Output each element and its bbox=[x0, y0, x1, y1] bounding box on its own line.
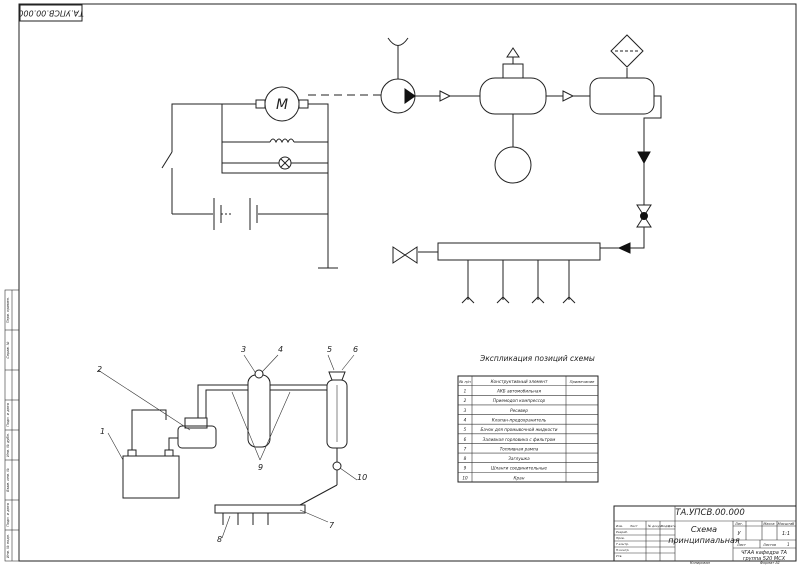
pneumatic-circuit bbox=[380, 34, 662, 304]
receiver-tank bbox=[479, 77, 547, 115]
switch-icon bbox=[161, 151, 173, 169]
strip-label: Справ. № bbox=[6, 341, 10, 358]
compressor-unit bbox=[177, 425, 217, 449]
callout-9: 9 bbox=[258, 463, 263, 472]
legend-cell: 10 bbox=[462, 475, 468, 480]
legend-cell: Заливная горловина с фильтром bbox=[483, 437, 556, 442]
legend-cell: 8 bbox=[464, 456, 467, 461]
coil-icon bbox=[269, 138, 295, 144]
legend-cell: 3 bbox=[464, 408, 467, 413]
tb-small-label: Т.контр. bbox=[616, 542, 629, 546]
legend-cell: Заглушка bbox=[508, 456, 530, 461]
legend-cell: Топливная рампа bbox=[500, 446, 539, 451]
legend-header: Примечание bbox=[570, 379, 595, 384]
legend-cell: Шланги соединительные bbox=[491, 466, 547, 471]
legend-cell: 9 bbox=[464, 466, 467, 471]
callout-5: 5 bbox=[327, 345, 332, 354]
callout-4: 4 bbox=[278, 345, 283, 354]
legend-cell: 4 bbox=[464, 417, 467, 422]
legend-cell: Приемодоп компрессор bbox=[493, 398, 546, 403]
callout-10: 10 bbox=[357, 473, 367, 482]
intake-icon bbox=[387, 37, 409, 46]
col-label: Масштаб bbox=[778, 522, 795, 526]
legend-cell: 6 bbox=[464, 437, 467, 442]
legend-title: Экспликация позиций схемы bbox=[479, 354, 595, 363]
sheet-frame bbox=[18, 3, 797, 562]
sheets-label: Листов bbox=[762, 543, 776, 547]
sheet-code-rotated: ТА.УПСВ.00.000 bbox=[18, 9, 83, 18]
end-valve-icon bbox=[392, 246, 406, 264]
legend-cell: АКБ автомобильная bbox=[496, 389, 542, 394]
valve-icon bbox=[636, 204, 652, 217]
legend-cell: Бачок для промывочной жидкости bbox=[481, 427, 558, 432]
legend-cell: 1 bbox=[464, 389, 467, 394]
title-line-2: принципиальная bbox=[668, 536, 740, 545]
rail-icon bbox=[437, 242, 601, 261]
title-block: ТА.УПСВ.00.000 Схема принципиальная Лит.… bbox=[613, 505, 797, 562]
legend-cell: 2 bbox=[464, 398, 467, 403]
strip-label: Инв. № подл. bbox=[6, 534, 10, 558]
receiver-vessel bbox=[247, 374, 271, 448]
tb-small-label: Н.контр. bbox=[616, 548, 629, 552]
filter-tank bbox=[589, 77, 655, 115]
battery-icon bbox=[213, 198, 258, 230]
legend-cell: Клапан-предохранитель bbox=[492, 417, 547, 422]
legend-header: № п/п bbox=[458, 379, 471, 384]
tb-small-label: Дата bbox=[667, 524, 676, 528]
tb-small-label: № докум. bbox=[647, 524, 663, 528]
strip-label: Подп. и дата bbox=[6, 403, 10, 427]
assembly-drawing: 1 2 3 4 5 6 7 8 9 10 bbox=[97, 345, 367, 544]
legend-cell: Кран bbox=[514, 475, 525, 480]
motor-terminal bbox=[298, 99, 309, 109]
footer-right: Формат A1 bbox=[760, 561, 780, 565]
legend-cell: 7 bbox=[464, 446, 467, 451]
strip-label: Подп. и дата bbox=[6, 503, 10, 527]
callout-1: 1 bbox=[100, 427, 105, 436]
callout-3: 3 bbox=[241, 345, 246, 354]
strip-label: Взам. инв. № bbox=[6, 468, 10, 492]
vent-icon bbox=[506, 47, 520, 58]
sheet-label: Лист bbox=[736, 543, 747, 547]
legend-header: Конструктивный элемент bbox=[491, 379, 548, 384]
legend-cell: Ресивер bbox=[510, 408, 528, 413]
callout-8: 8 bbox=[217, 535, 222, 544]
tb-small-label: Лист bbox=[629, 524, 638, 528]
fuel-rail bbox=[214, 504, 306, 514]
tb-small-label: Подп. bbox=[661, 524, 670, 528]
tb-small-label: Пров. bbox=[616, 536, 625, 540]
org-line-2: группа 520 МСХ bbox=[743, 556, 786, 562]
callout-6: 6 bbox=[353, 345, 358, 354]
strip-label: Перв. примен. bbox=[6, 297, 10, 323]
title-code: ТА.УПСВ.00.000 bbox=[675, 508, 745, 518]
code-box bbox=[19, 4, 83, 22]
tap-icon bbox=[332, 461, 342, 471]
left-strip: Перв. примен. Справ. № Подп. и дата Инв.… bbox=[4, 289, 20, 562]
electrical-circuit: M bbox=[161, 86, 383, 269]
lit-value: У bbox=[737, 531, 741, 537]
org-line-1: ЧГАА кафедра ТА bbox=[741, 550, 787, 556]
sheets-value: 1 bbox=[787, 542, 790, 547]
motor-terminal bbox=[255, 99, 266, 109]
legend-table: Экспликация позиций схемы № п/п Конструкт… bbox=[457, 354, 599, 483]
footer-left: Копировал bbox=[690, 561, 711, 565]
motor-label: M bbox=[276, 97, 288, 113]
callout-7: 7 bbox=[329, 521, 335, 530]
title-line-1: Схема bbox=[691, 525, 717, 534]
col-label: Лит. bbox=[734, 522, 743, 526]
callout-2: 2 bbox=[97, 365, 102, 374]
nozzles bbox=[461, 260, 576, 304]
scale-value: 1:1 bbox=[782, 531, 790, 537]
strip-label: Инв. № дубл. bbox=[6, 433, 10, 457]
tb-small-label: Разраб. bbox=[616, 530, 628, 534]
tb-small-label: Изм. bbox=[616, 524, 623, 528]
gauge-icon bbox=[494, 146, 532, 184]
tb-small-label: Утв. bbox=[616, 554, 622, 558]
col-label: Масса bbox=[763, 522, 774, 526]
battery-pack bbox=[122, 455, 180, 499]
legend-cell: 5 bbox=[464, 427, 467, 432]
